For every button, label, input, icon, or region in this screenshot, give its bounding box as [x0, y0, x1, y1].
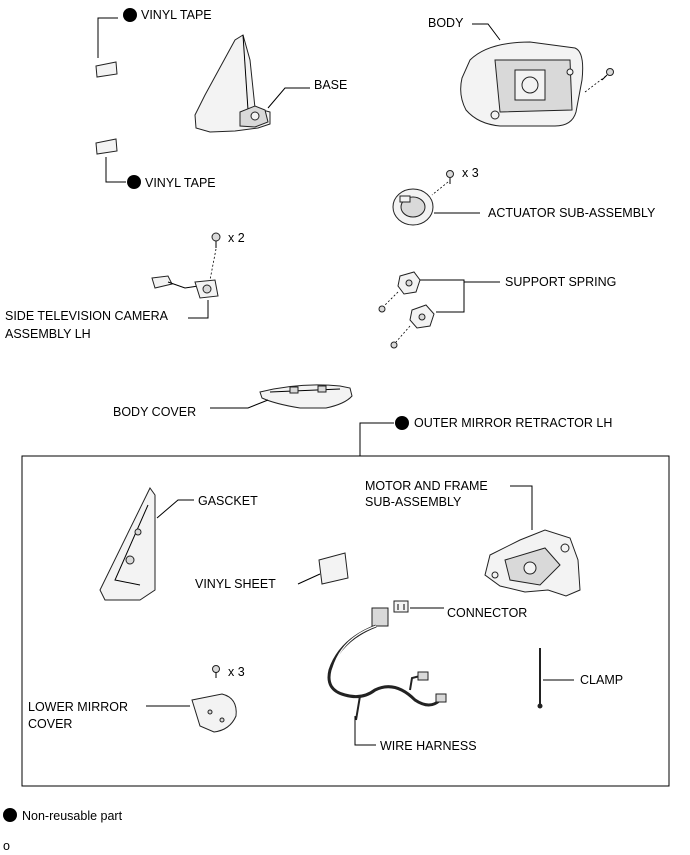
- actuator-part: [392, 188, 434, 226]
- retractor-label: OUTER MIRROR RETRACTOR LH: [414, 416, 612, 430]
- body-cover-part: [259, 384, 353, 409]
- body-label: BODY: [428, 16, 464, 30]
- camera-label-line1: SIDE TELEVISION CAMERA: [5, 309, 169, 323]
- actuator-screw-icon: [446, 170, 454, 184]
- vinyl-tape-bottom-callout: VINYL TAPE: [105, 157, 216, 190]
- vinyl-tape-top-part: [95, 61, 118, 78]
- body-screw-icon: [601, 68, 614, 81]
- lower-cover-screw-icon: [212, 665, 220, 678]
- connector-part: [393, 600, 409, 613]
- gasket-part: [99, 487, 156, 601]
- support-spring-label: SUPPORT SPRING: [505, 275, 616, 289]
- camera-qty-label: x 2: [228, 231, 245, 245]
- non-reusable-mark-icon: [3, 808, 17, 822]
- connector-label: CONNECTOR: [447, 606, 527, 620]
- support-spring-upper-part: [397, 271, 421, 295]
- body-cover-label: BODY COVER: [113, 405, 196, 419]
- non-reusable-mark-icon: [123, 8, 137, 22]
- non-reusable-mark-icon: [127, 175, 141, 189]
- legend-label: Non-reusable part: [22, 809, 123, 823]
- actuator-label: ACTUATOR SUB-ASSEMBLY: [488, 206, 656, 220]
- vinyl-tape-bottom-part: [95, 138, 118, 155]
- support-spring-screw-icon: [390, 341, 398, 349]
- vinyl-tape-top-label: VINYL TAPE: [141, 8, 212, 22]
- vinyl-tape-top-callout: VINYL TAPE: [97, 8, 212, 58]
- non-reusable-mark-icon: [395, 416, 409, 430]
- clamp-part: [537, 648, 543, 709]
- body-part: [460, 41, 584, 127]
- motor-label-line1: MOTOR AND FRAME: [365, 479, 488, 493]
- base-part: [194, 34, 271, 133]
- vinyl-tape-bottom-label: VINYL TAPE: [145, 176, 216, 190]
- camera-part: [151, 275, 219, 299]
- camera-screw-icon: [211, 232, 221, 248]
- retractor-group-box: [21, 455, 670, 787]
- wire-harness-part: [327, 607, 447, 721]
- vinyl-sheet-label: VINYL SHEET: [195, 577, 276, 591]
- motor-frame-part: [484, 529, 581, 597]
- vinyl-sheet-part: [318, 552, 349, 585]
- corner-mark: o: [3, 839, 10, 853]
- lower-mirror-cover-part: [191, 693, 237, 733]
- support-spring-lower-part: [409, 304, 435, 329]
- clamp-label: CLAMP: [580, 673, 623, 687]
- support-spring-screw-icon: [378, 305, 386, 313]
- lower-cover-label-line2: COVER: [28, 717, 72, 731]
- gasket-label: GASCKET: [198, 494, 258, 508]
- base-label: BASE: [314, 78, 347, 92]
- wire-harness-label: WIRE HARNESS: [380, 739, 477, 753]
- lower-cover-label-line1: LOWER MIRROR: [28, 700, 128, 714]
- lower-cover-qty-label: x 3: [228, 665, 245, 679]
- motor-label-line2: SUB-ASSEMBLY: [365, 495, 462, 509]
- actuator-qty-label: x 3: [462, 166, 479, 180]
- camera-label-line2: ASSEMBLY LH: [5, 327, 91, 341]
